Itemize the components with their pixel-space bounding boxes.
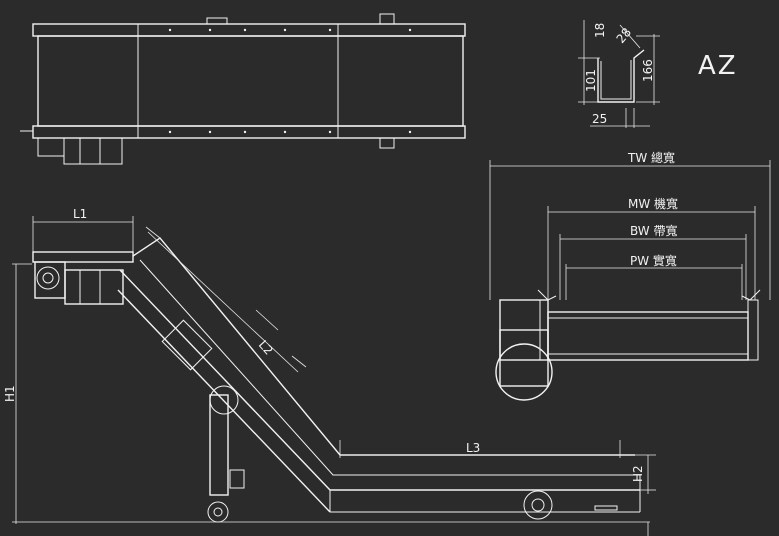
profile-detail: 18 28 101 166 25 AZ	[578, 20, 738, 128]
dim-25-label: 25	[592, 112, 607, 126]
dim-101-label: 101	[584, 69, 598, 92]
tw-label: TW 總寬	[627, 150, 675, 165]
model-label: AZ	[698, 51, 738, 81]
l1-label: L1	[73, 207, 87, 221]
l3-label: L3	[466, 441, 480, 455]
side-view: L1 L2 L3 H1	[3, 207, 656, 536]
h2-label: H2	[631, 465, 645, 482]
dim-166-label: 166	[641, 59, 655, 82]
top-view	[20, 13, 466, 165]
mw-label: MW 機寬	[628, 196, 678, 211]
dim-18-label: 18	[593, 23, 607, 38]
dim-28-label: 28	[614, 25, 635, 46]
bw-label: BW 帶寬	[630, 223, 678, 238]
pw-label: PW 實寬	[630, 253, 677, 268]
end-view: TW 總寬 MW 機寬 BW 帶寬 PW 實寬	[489, 150, 771, 401]
h1-label: H1	[3, 385, 17, 402]
l2-label: L2	[256, 338, 276, 358]
